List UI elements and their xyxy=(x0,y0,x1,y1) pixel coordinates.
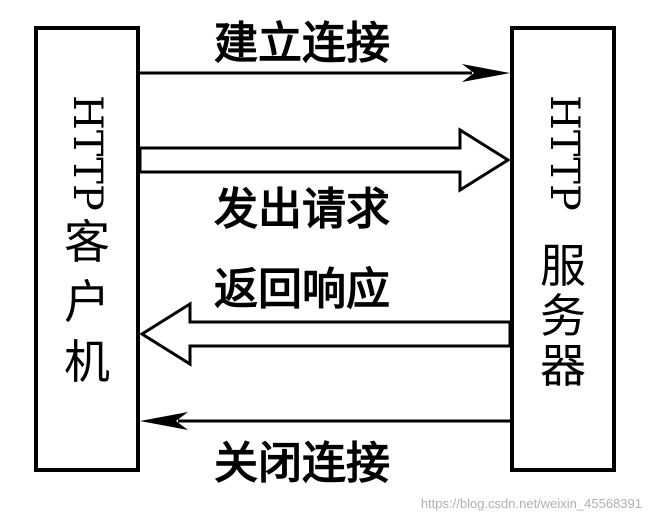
watermark-text: https://blog.csdn.net/weixin_45568391 xyxy=(421,496,642,511)
establish-connection-arrow xyxy=(140,64,510,82)
close-connection-arrow xyxy=(140,412,510,430)
server-label-hanzi-3: 器 xyxy=(540,339,586,393)
return-response-label: 返回响应 xyxy=(214,264,390,315)
server-label-hanzi-2: 务 xyxy=(540,289,586,343)
return-response-arrow xyxy=(139,301,512,367)
send-request-arrow xyxy=(138,127,511,193)
server-label-hanzi-1: 服 xyxy=(540,239,586,293)
http-client-box: HTTP 客 户 机 xyxy=(34,26,140,472)
arrow-head-right xyxy=(462,64,510,82)
client-label-hanzi-3: 机 xyxy=(64,335,110,389)
client-label-latin: HTTP xyxy=(64,95,110,211)
send-request-label: 发出请求 xyxy=(214,184,390,235)
establish-connection-label: 建立连接 xyxy=(214,18,390,69)
close-connection-label: 关闭连接 xyxy=(214,438,390,489)
server-label-latin: HTTP xyxy=(541,95,587,211)
client-label-hanzi-1: 客 xyxy=(64,215,110,269)
http-server-box: HTTP 服 务 器 xyxy=(510,26,616,472)
client-label-hanzi-2: 户 xyxy=(64,275,110,329)
arrow-head-left xyxy=(140,412,188,430)
